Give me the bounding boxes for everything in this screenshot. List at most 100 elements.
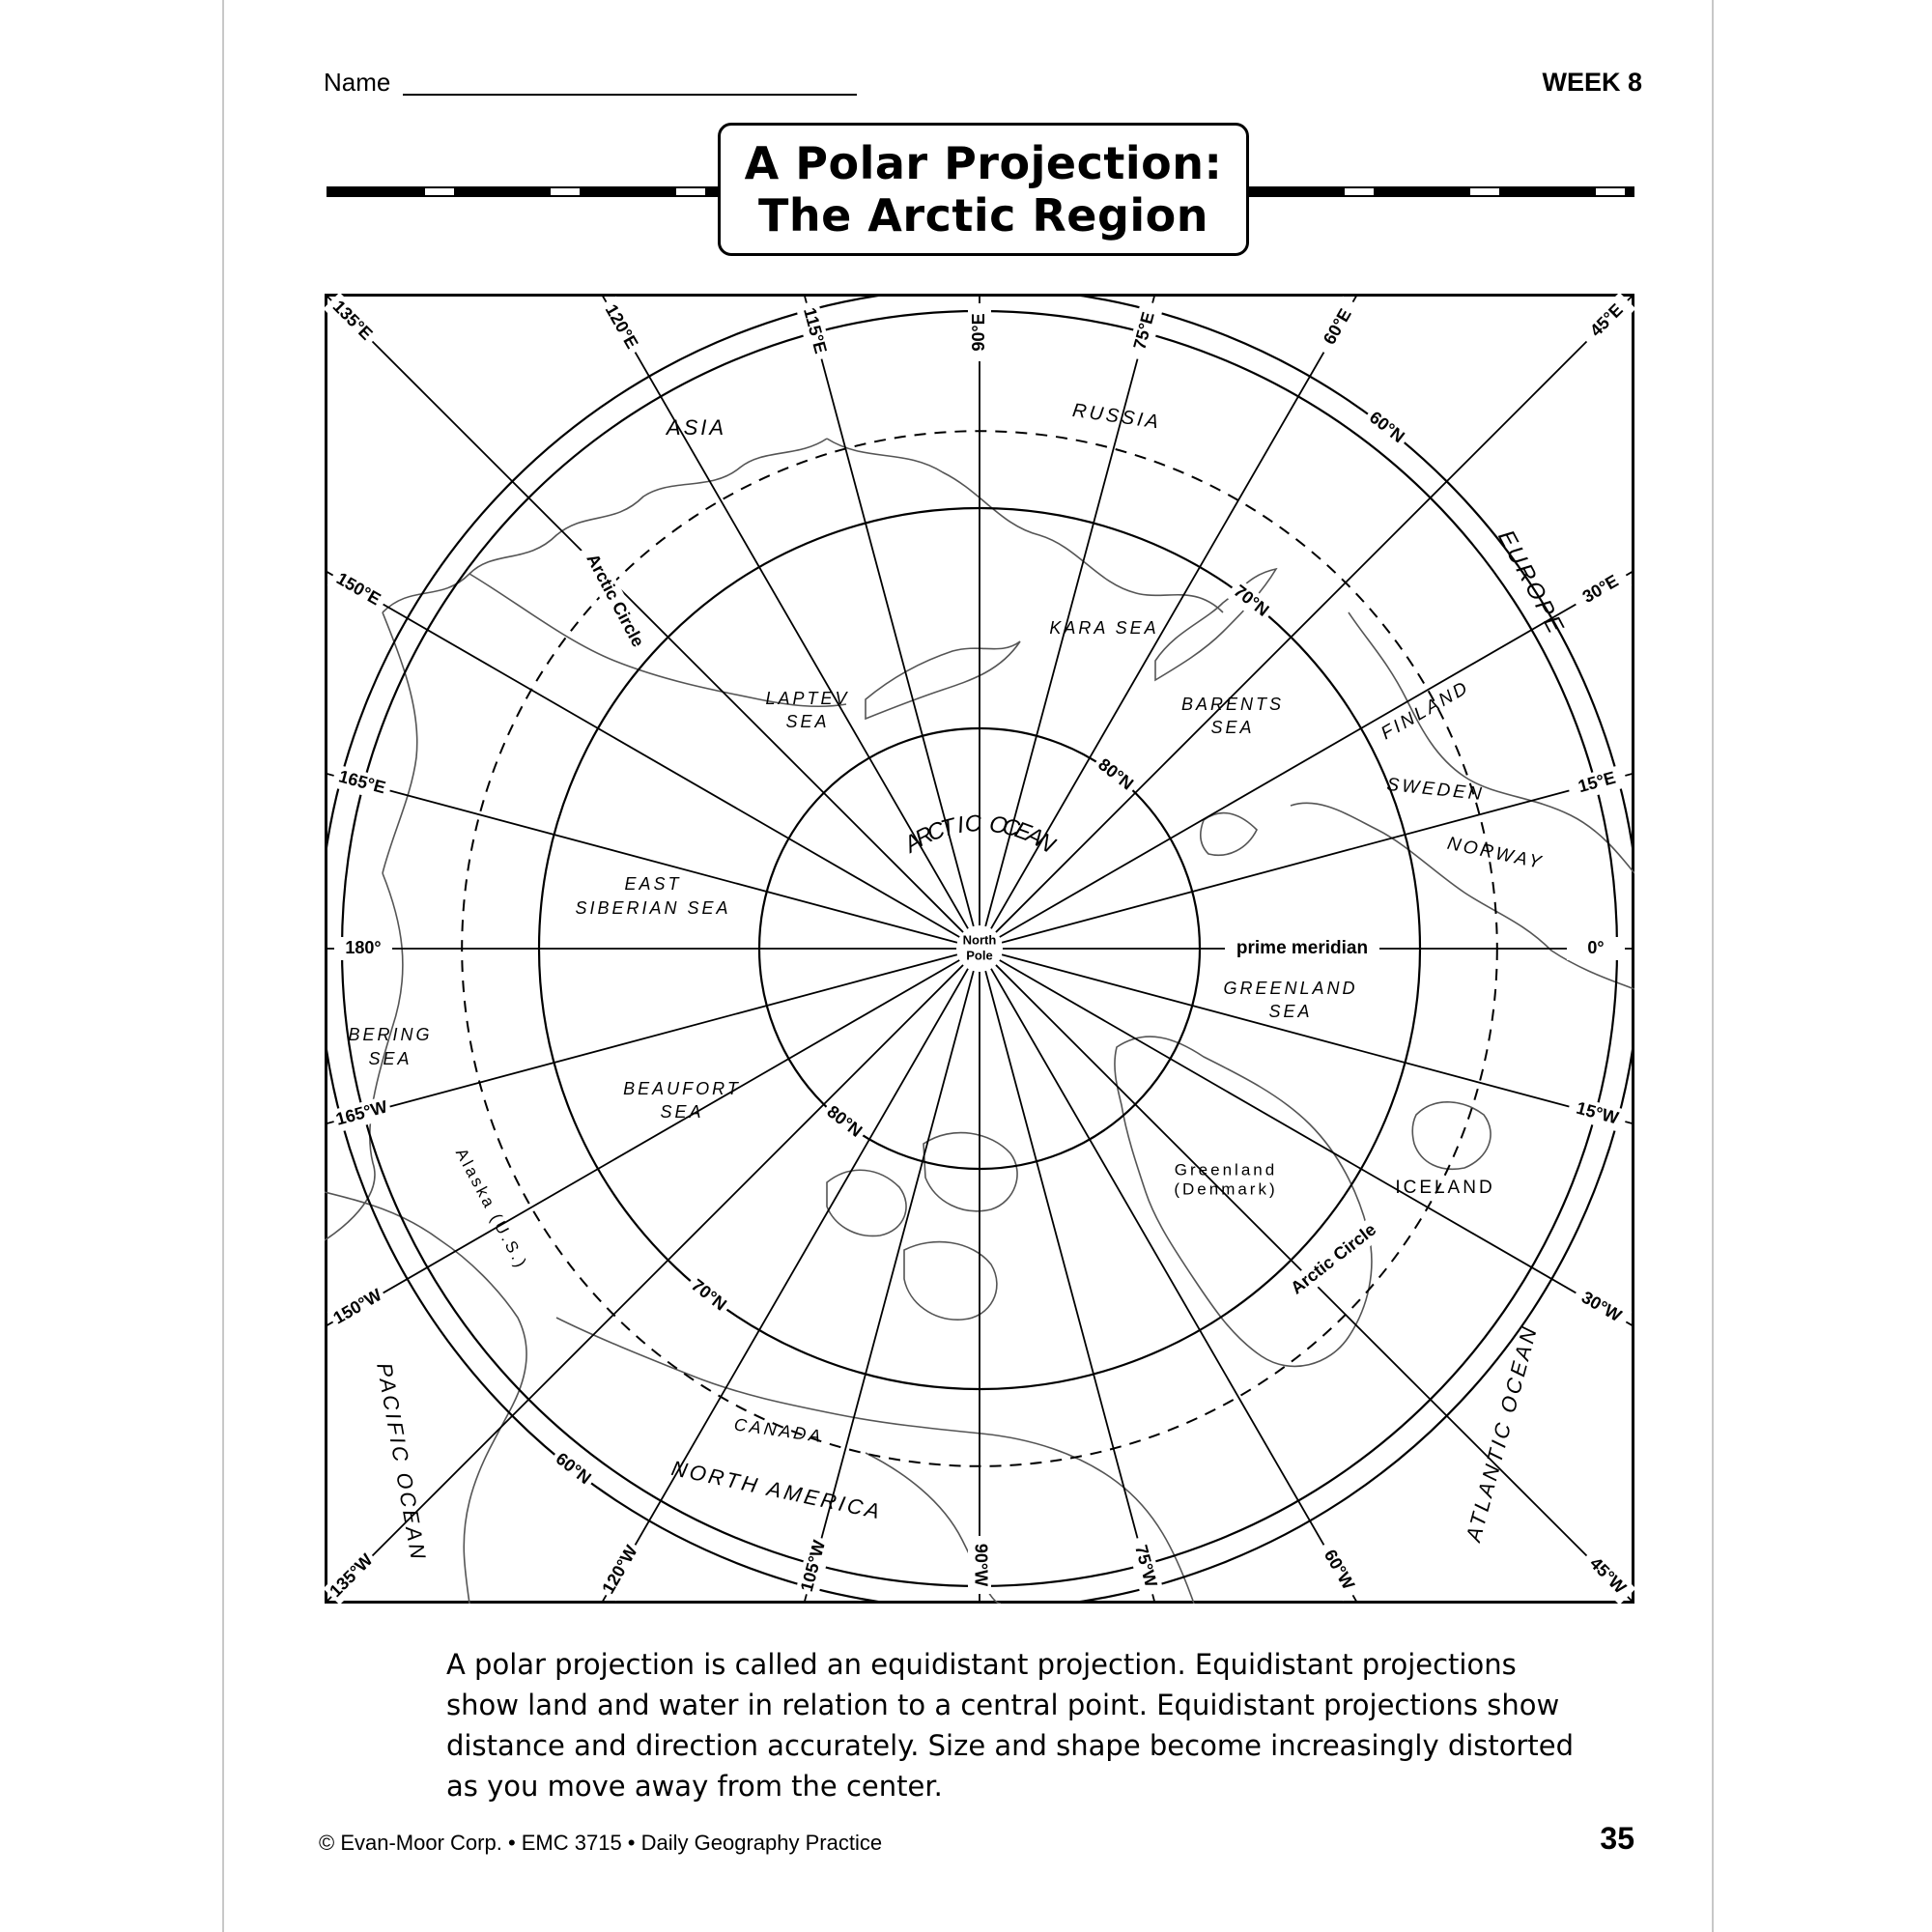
north-pole-label: North xyxy=(963,932,997,947)
meridian-label-bg xyxy=(327,565,389,614)
coastline-canadian-islands-2 xyxy=(923,1131,1018,1212)
meridian-label-bg xyxy=(330,764,393,803)
coastline-taymyr xyxy=(865,640,1021,721)
coastline-east-siberia xyxy=(469,573,847,708)
parallel-label-bg xyxy=(818,1098,869,1146)
meridian-label-bg xyxy=(334,937,392,960)
meridian-label: 90°W xyxy=(971,1544,990,1586)
meridian-line xyxy=(325,958,962,1328)
meridian-label-bg xyxy=(325,294,381,350)
parallel-label-bg xyxy=(547,1445,599,1493)
meridian-line xyxy=(983,294,1156,928)
arctic-circle-label-bg xyxy=(576,542,653,660)
coastline-novaya-zemlya xyxy=(1154,567,1278,682)
region-label-east-siberian-1: EAST xyxy=(624,874,681,894)
coastline-iceland xyxy=(1411,1101,1492,1170)
parallel-label-bg xyxy=(1090,752,1141,799)
meridian-line xyxy=(600,966,970,1604)
parallel-label-bg xyxy=(682,1272,734,1320)
coastline-chukotka xyxy=(382,611,418,874)
name-label: Name xyxy=(324,68,391,97)
parallel-label-bg xyxy=(1360,404,1412,452)
page-edge-right xyxy=(1712,0,1714,1932)
region-label-greenland-sea-2: SEA xyxy=(1268,1002,1312,1021)
region-label-kara-sea: KARA SEA xyxy=(1049,618,1158,638)
meridian-line xyxy=(1000,772,1634,945)
region-label-asia: ASIA xyxy=(665,415,726,440)
meridian-line xyxy=(600,294,970,931)
parallel-label-bg xyxy=(1225,578,1277,625)
name-blank-line xyxy=(403,94,857,96)
meridian-label-bg xyxy=(325,1548,381,1604)
region-label-east-siberian-2: SIBERIAN SEA xyxy=(575,898,730,918)
arctic-ocean-letter: I xyxy=(955,811,966,838)
meridian-label-bg xyxy=(1314,296,1363,358)
meridian-label-bg xyxy=(1578,1548,1634,1604)
region-label-greenland-1: Greenland xyxy=(1175,1160,1277,1179)
land-outlines xyxy=(325,438,1634,1604)
region-label-laptev-2: SEA xyxy=(785,712,829,731)
coastline-alaska xyxy=(325,1191,527,1604)
north-pole-label: Pole xyxy=(966,948,992,962)
meridian-label-bg xyxy=(1567,937,1625,960)
meridian-line xyxy=(803,969,976,1604)
coastline-scandinavia xyxy=(1348,611,1634,874)
region-label-laptev-1: LAPTEV xyxy=(765,689,849,708)
meridian-line xyxy=(325,772,959,945)
meridian-label-bg xyxy=(1566,764,1629,803)
page-number: 35 xyxy=(1600,1821,1634,1856)
coastline-greenland xyxy=(1114,1036,1373,1368)
meridian-label-bg xyxy=(795,299,834,362)
meridian-label-bg xyxy=(968,1536,991,1594)
title-band-left xyxy=(327,186,724,197)
region-label-barents-2: SEA xyxy=(1210,718,1254,737)
meridian-line xyxy=(997,569,1634,939)
meridian-label: 90°E xyxy=(969,313,988,351)
polar-map-svg: 0°15°E30°E45°E60°E75°E90°E115°E120°E135°… xyxy=(325,294,1634,1604)
title-line-1: A Polar Projection: xyxy=(744,137,1223,189)
meridian-label-bg xyxy=(968,303,991,361)
coastline-bering xyxy=(325,872,404,1241)
meridian-label-bg xyxy=(330,1094,393,1133)
meridian-label: 0° xyxy=(1587,938,1604,957)
coastline-hudson-bay xyxy=(865,1452,1002,1604)
meridian-label-bg xyxy=(1314,1539,1363,1602)
meridian-line xyxy=(993,294,1634,935)
meridian-line xyxy=(983,969,1156,1604)
title-band-right xyxy=(1246,186,1634,197)
meridian-line xyxy=(325,962,966,1604)
meridian-line xyxy=(803,294,976,928)
meridian-label-bg xyxy=(1125,299,1164,362)
meridian-line xyxy=(989,294,1359,931)
meridian-label-bg xyxy=(596,1539,645,1602)
coastline-canadian-islands-1 xyxy=(826,1169,907,1237)
meridian-line xyxy=(1000,952,1634,1125)
region-label-bering-1: BERING xyxy=(348,1025,432,1044)
region-label-greenland-sea-1: GREENLAND xyxy=(1223,979,1357,998)
arctic-ocean-letter: O xyxy=(987,811,1009,840)
coastline-svalbard xyxy=(1199,811,1258,856)
meridian-label-bg xyxy=(1570,1283,1633,1332)
meridian-label-bg xyxy=(596,296,645,358)
region-label-barents-1: BARENTS xyxy=(1181,695,1284,714)
coastline-canadian-islands-3 xyxy=(903,1240,998,1321)
meridian-line xyxy=(325,569,962,939)
meridian-label-bg xyxy=(327,1283,389,1332)
coastline-norway xyxy=(1290,802,1634,990)
description-block: A polar projection is called an equidist… xyxy=(446,1644,1586,1806)
footer-credit: © Evan-Moor Corp. • EMC 3715 • Daily Geo… xyxy=(319,1831,883,1855)
meridian-label-bg xyxy=(795,1535,834,1598)
coastline-russia-north xyxy=(826,438,1224,613)
region-label-beaufort-1: BEAUFORT xyxy=(623,1079,741,1098)
meridian-line xyxy=(325,952,959,1125)
description-text: A polar projection is called an equidist… xyxy=(446,1648,1575,1803)
coastline-canada-mainland xyxy=(555,1317,1195,1604)
title-line-2: The Arctic Region xyxy=(757,189,1209,242)
region-label-greenland-2: (Denmark) xyxy=(1174,1179,1277,1198)
page-edge-left xyxy=(222,0,224,1932)
meridian-label-bg xyxy=(1566,1094,1629,1133)
meridian-line xyxy=(997,958,1634,1328)
meridian-label: 180° xyxy=(345,938,381,957)
